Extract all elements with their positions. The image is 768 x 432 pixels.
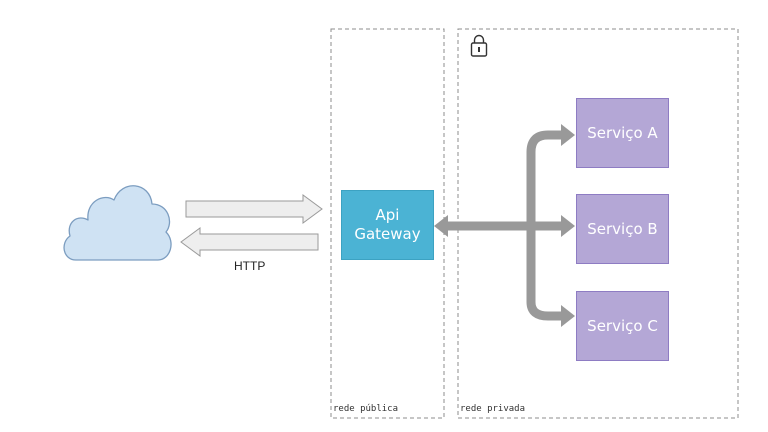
arrowhead-service-a — [561, 124, 575, 146]
http-response-arrow — [180, 227, 319, 257]
private-network-label: rede privada — [460, 404, 526, 414]
api-gateway-box: Api Gateway — [341, 190, 434, 260]
public-network-label: rede pública — [333, 404, 399, 414]
arrowhead-service-c — [561, 305, 575, 327]
service-c-box: Serviço C — [576, 291, 669, 361]
http-request-arrow — [185, 194, 323, 224]
public-network-zone — [330, 28, 445, 419]
service-a-label: Serviço A — [587, 123, 658, 142]
service-b-label: Serviço B — [587, 219, 658, 238]
service-c-label: Serviço C — [587, 316, 658, 335]
arrowhead-service-b — [561, 215, 575, 237]
service-b-box: Serviço B — [576, 194, 669, 264]
api-gateway-label-line2: Gateway — [354, 225, 421, 243]
arrowhead-gateway — [434, 215, 448, 237]
service-a-box: Serviço A — [576, 98, 669, 168]
http-label: HTTP — [234, 259, 266, 273]
api-gateway-label-line1: Api — [375, 206, 400, 224]
gateway-services-connector — [434, 124, 575, 327]
cloud-icon — [63, 185, 172, 261]
lock-icon — [470, 34, 488, 57]
